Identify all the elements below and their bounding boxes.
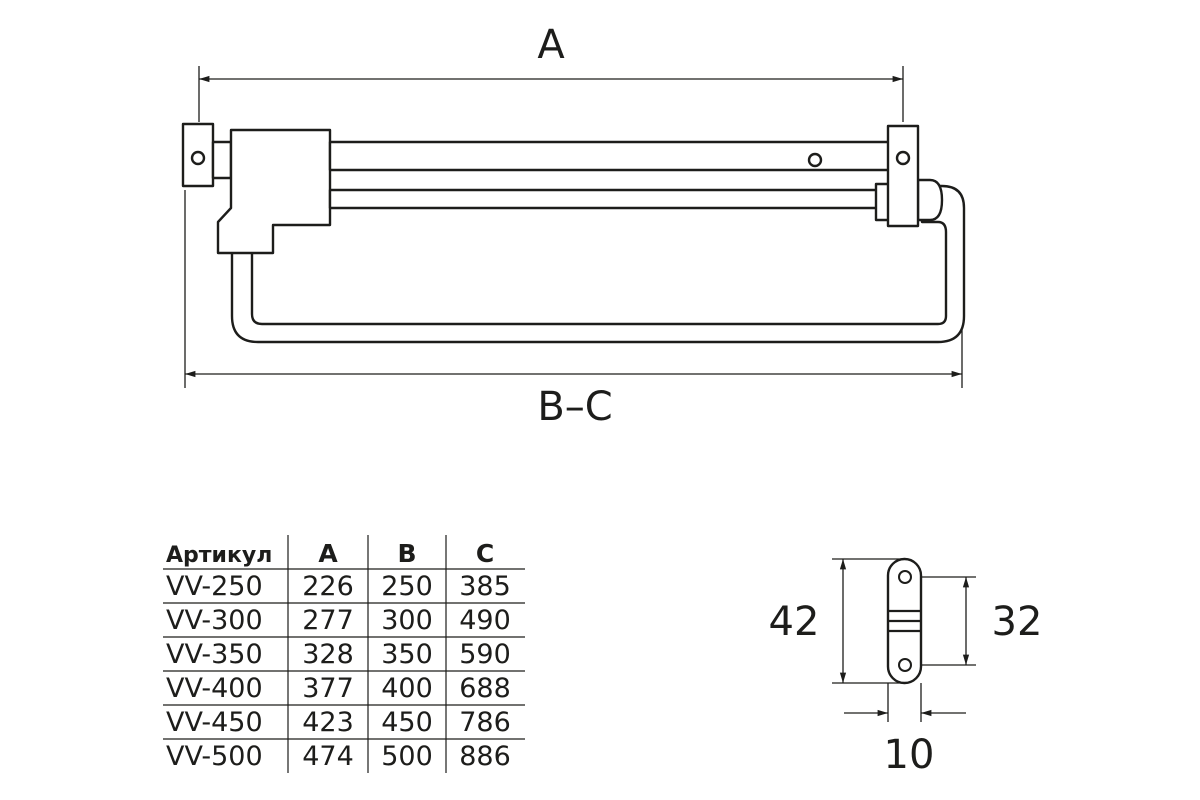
- bar-loop: [230, 184, 966, 344]
- rail-hole: [807, 152, 823, 168]
- table-cell: 886: [459, 741, 511, 772]
- table-cell: VV-350: [166, 639, 263, 670]
- left-connector: [211, 140, 233, 180]
- table-cell: 474: [302, 741, 354, 772]
- bracket-side-view: [181, 122, 966, 344]
- dimension-a: A: [198, 22, 904, 122]
- slider-block: [216, 128, 332, 255]
- table-cell: VV-450: [166, 707, 263, 738]
- dimension-a-label: A: [537, 22, 565, 68]
- dimension-b-c: B–C: [184, 190, 963, 430]
- table-header-c: C: [476, 539, 494, 568]
- table-cell: 590: [459, 639, 511, 670]
- lower-rail: [328, 188, 880, 210]
- dimension-b-c-label: B–C: [537, 384, 612, 430]
- table-cell: 226: [302, 571, 354, 602]
- table-cell: 277: [302, 605, 354, 636]
- right-cap: [916, 178, 944, 222]
- plate-front-view: 42 32 10: [769, 557, 1043, 778]
- table-cell: 250: [381, 571, 433, 602]
- table-cell: 450: [381, 707, 433, 738]
- right-mount-hole: [895, 150, 911, 166]
- dimensions-table: Артикул A B C VV-250 226 250 385 VV-300 …: [163, 535, 525, 773]
- plate-hole-bottom: [898, 658, 912, 672]
- left-mount-hole: [190, 150, 206, 166]
- table-cell: 423: [302, 707, 354, 738]
- plate-hole-top: [898, 570, 912, 584]
- table-cell: 500: [381, 741, 433, 772]
- dimension-42-label: 42: [769, 599, 820, 645]
- table-cell: 385: [459, 571, 511, 602]
- table-cell: 350: [381, 639, 433, 670]
- table-header-article: Артикул: [166, 543, 272, 568]
- right-mount-plate: [886, 124, 920, 228]
- table-cell: 786: [459, 707, 511, 738]
- upper-rail: [328, 140, 892, 172]
- table-cell: 328: [302, 639, 354, 670]
- table-cell: 688: [459, 673, 511, 704]
- table-cell: VV-250: [166, 571, 263, 602]
- dimension-10-label: 10: [884, 732, 935, 778]
- table-cell: VV-400: [166, 673, 263, 704]
- table-header-a: A: [318, 539, 338, 568]
- table-cell: 377: [302, 673, 354, 704]
- table-cell: 400: [381, 673, 433, 704]
- table-cell: 300: [381, 605, 433, 636]
- table-cell: 490: [459, 605, 511, 636]
- dimension-32-label: 32: [992, 599, 1043, 645]
- table-cell: VV-500: [166, 741, 263, 772]
- table-cell: VV-300: [166, 605, 263, 636]
- table-header-b: B: [397, 539, 416, 568]
